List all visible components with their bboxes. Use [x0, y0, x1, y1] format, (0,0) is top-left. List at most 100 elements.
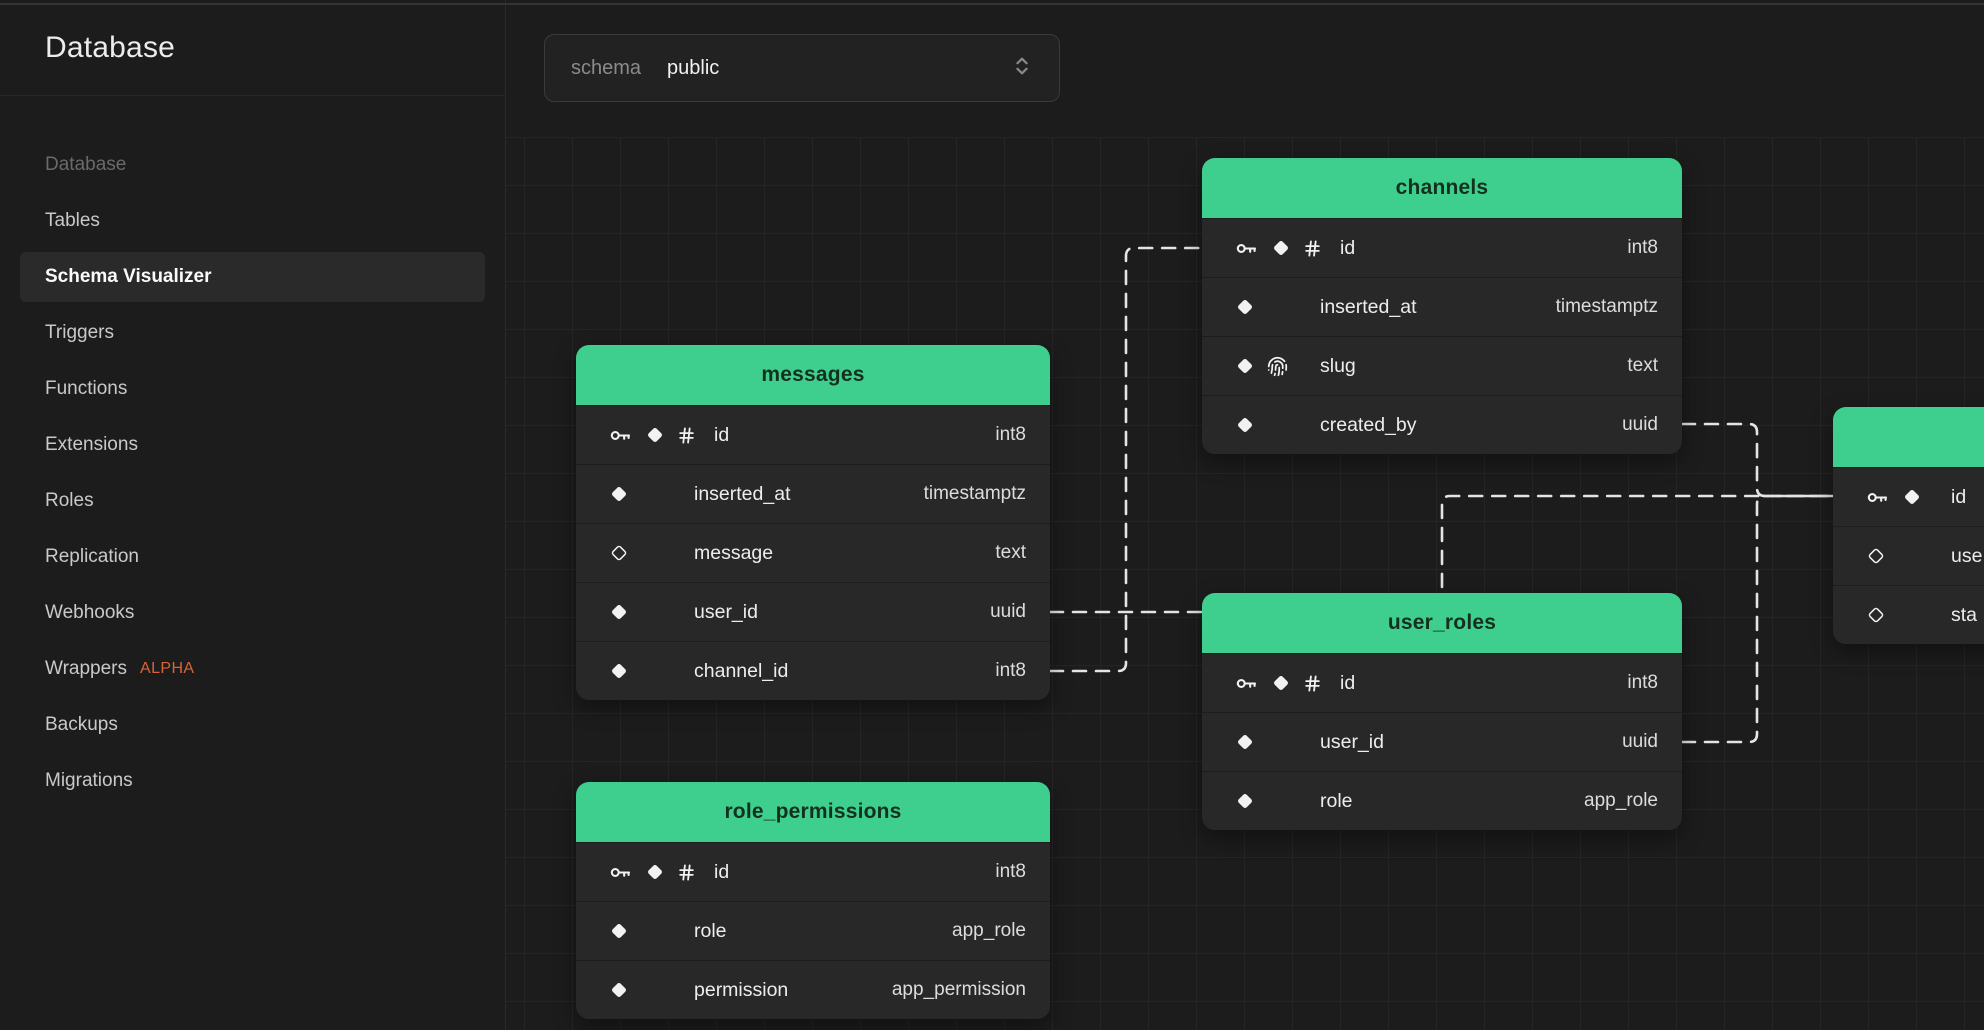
- chevrons-up-down-icon: [1011, 53, 1033, 84]
- table-title-role_permissions: role_permissions: [576, 782, 1050, 842]
- sidebar-item-label: Database: [45, 154, 127, 175]
- sidebar-item-label: Backups: [45, 714, 118, 735]
- column-type: app_role: [952, 920, 1026, 941]
- sidebar-item-label: Migrations: [45, 770, 133, 791]
- column-name: use: [1951, 544, 1983, 567]
- column-type: int8: [1627, 672, 1658, 693]
- diamond-filled-icon: [1903, 488, 1921, 506]
- schema-select-label: schema: [571, 56, 642, 79]
- column-icons: [1236, 416, 1302, 434]
- column-icons: [610, 861, 696, 884]
- sidebar-item-label: Wrappers: [45, 658, 128, 679]
- schema-select-value: public: [667, 56, 720, 79]
- sidebar-item-label: Triggers: [45, 322, 114, 343]
- diamond-filled-icon: [610, 603, 628, 621]
- column-name: created_by: [1320, 413, 1417, 436]
- column-name: id: [714, 423, 730, 446]
- key-icon: [610, 861, 633, 884]
- key-icon: [610, 424, 633, 447]
- diamond-filled-icon: [1236, 357, 1254, 375]
- column-icons: [1236, 672, 1322, 695]
- diamond-outline-icon: [1867, 606, 1885, 624]
- sidebar-item-label: Replication: [45, 546, 139, 567]
- diamond-filled-icon: [1272, 239, 1290, 257]
- relationship-edge-messages-user_id-to-right-table-id: [1048, 494, 1835, 614]
- column-icons: [610, 922, 676, 940]
- key-icon: [1236, 237, 1259, 260]
- column-icons: [1236, 733, 1302, 751]
- column-type: timestamptz: [1555, 296, 1658, 317]
- column-row-messages-inserted-at: inserted_at timestamptz: [576, 464, 1050, 523]
- column-type: uuid: [1622, 414, 1658, 435]
- column-name: id: [1951, 485, 1967, 508]
- column-name: role: [1320, 789, 1353, 812]
- sidebar-item-webhooks[interactable]: Webhooks: [20, 588, 485, 638]
- column-type: int8: [995, 424, 1026, 445]
- column-row-channels-created-by: created_by uuid: [1202, 395, 1682, 454]
- sidebar-item-tables[interactable]: Tables: [20, 196, 485, 246]
- column-type: text: [995, 542, 1026, 563]
- column-name: channel_id: [694, 659, 789, 682]
- sidebar-item-wrappers[interactable]: Wrappers ALPHA: [20, 644, 485, 694]
- column-icons: [610, 544, 676, 562]
- schema-select[interactable]: schema public: [544, 34, 1060, 102]
- sidebar-item-extensions[interactable]: Extensions: [20, 420, 485, 470]
- column-row-messages-id: id int8: [576, 405, 1050, 464]
- table-node-clipped-right-table[interactable]: id use sta: [1833, 407, 1984, 644]
- alpha-badge: ALPHA: [140, 660, 195, 677]
- column-icons: [1236, 356, 1302, 377]
- sidebar-item-database[interactable]: Database: [20, 140, 485, 190]
- column-type: app_role: [1584, 790, 1658, 811]
- column-row-user_roles-id: id int8: [1202, 653, 1682, 712]
- column-type: timestamptz: [923, 483, 1026, 504]
- column-row-messages-channel-id: channel_id int8: [576, 641, 1050, 700]
- column-icons: [1867, 486, 1933, 509]
- sidebar-header: Database: [0, 0, 505, 96]
- diamond-filled-icon: [610, 662, 628, 680]
- column-name: user_id: [1320, 730, 1384, 753]
- diamond-filled-icon: [1236, 792, 1254, 810]
- diamond-filled-icon: [610, 485, 628, 503]
- sidebar-item-label: Webhooks: [45, 602, 135, 623]
- diamond-filled-icon: [610, 981, 628, 999]
- key-icon: [1236, 672, 1259, 695]
- column-name: inserted_at: [694, 482, 791, 505]
- relationship-edge-user_roles-user_id-to-right-table-id: [1680, 494, 1835, 744]
- sidebar-item-functions[interactable]: Functions: [20, 364, 485, 414]
- sidebar-item-backups[interactable]: Backups: [20, 700, 485, 750]
- table-node-messages[interactable]: messages id int8 inserted_at timestamptz mess…: [576, 345, 1050, 700]
- column-type: int8: [1627, 237, 1658, 258]
- column-row-clipped-right-table-sta: sta: [1833, 585, 1984, 644]
- column-row-user_roles-role: role app_role: [1202, 771, 1682, 830]
- hash-icon: [677, 863, 696, 882]
- sidebar-item-roles[interactable]: Roles: [20, 476, 485, 526]
- sidebar-item-replication[interactable]: Replication: [20, 532, 485, 582]
- column-name: slug: [1320, 354, 1356, 377]
- column-type: int8: [995, 660, 1026, 681]
- column-icons: [610, 424, 696, 447]
- column-row-clipped-right-table-id: id: [1833, 467, 1984, 526]
- column-name: id: [1340, 671, 1356, 694]
- window-top-edge: [0, 3, 1984, 5]
- sidebar-item-triggers[interactable]: Triggers: [20, 308, 485, 358]
- column-type: app_permission: [891, 979, 1026, 1000]
- column-icons: [610, 981, 676, 999]
- column-icons: [1867, 606, 1933, 624]
- table-title-messages: messages: [576, 345, 1050, 405]
- sidebar-item-migrations[interactable]: Migrations: [20, 756, 485, 806]
- sidebar-item-schema-visualizer[interactable]: Schema Visualizer: [20, 252, 485, 302]
- column-icons: [1236, 237, 1322, 260]
- diamond-filled-icon: [1236, 298, 1254, 316]
